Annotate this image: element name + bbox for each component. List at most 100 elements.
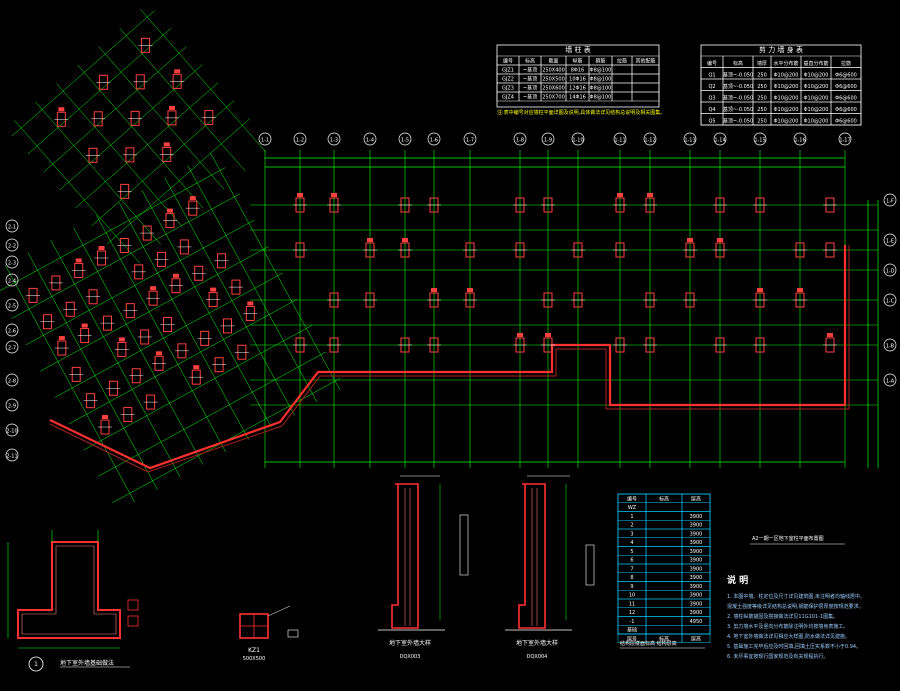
table-cell: Φ10@200: [774, 96, 799, 102]
svg-text:2-4: 2-4: [8, 279, 16, 285]
table-cell: Φ10@200: [774, 119, 799, 125]
column-marker: [363, 238, 377, 258]
column-marker: [513, 333, 527, 353]
table-cell: 10Φ16: [569, 77, 586, 83]
table-cell: 标高: [659, 635, 669, 642]
note-line: 混凝土强度等级详见结构总说明,钢筋保护层厚度按规范要求。: [727, 603, 864, 610]
wall-column-table-title: 墙 柱 表: [565, 45, 590, 54]
column-marker: [152, 351, 167, 371]
column-marker: [138, 37, 153, 53]
svg-text:1-C: 1-C: [886, 299, 895, 305]
column-marker: [201, 109, 216, 125]
column-marker: [541, 292, 555, 308]
svg-text:1-B: 1-B: [886, 344, 895, 350]
axis-bubble-top: 1-12: [643, 132, 657, 146]
table-cell: 5: [630, 549, 633, 555]
table-cell: Φ10@200: [804, 73, 829, 79]
column-marker: [463, 288, 477, 308]
column-marker: [427, 197, 441, 213]
column-marker: [197, 330, 212, 346]
table-cell: Φ6@600: [835, 73, 857, 79]
column-marker: [293, 193, 307, 213]
table-cell: 垂直分布筋: [803, 60, 828, 67]
svg-text:2-9: 2-9: [8, 404, 16, 410]
column-marker: [94, 245, 109, 266]
column-marker: [122, 147, 137, 163]
table-cell: Φ10@200: [804, 84, 829, 90]
column-marker: [133, 74, 148, 90]
axis-bubble-top: 1-3: [327, 132, 341, 146]
column-marker: [86, 147, 101, 163]
column-marker: [753, 337, 767, 353]
table-cell: 10: [629, 593, 635, 599]
note-line: 4. 地下室外墙做法详见相应大样图,防水做法详见建施。: [727, 633, 850, 640]
column-marker: [513, 242, 527, 258]
axis-bubble-right: 1-B: [883, 338, 897, 352]
column-marker: [54, 107, 69, 127]
table-cell: 3900: [690, 549, 703, 555]
column-marker: [228, 279, 243, 295]
axis-bubble-top: 1-9: [541, 132, 555, 146]
column-marker: [793, 288, 807, 308]
notes-title: 说 明: [727, 574, 748, 586]
axis-bubble-top: 1-2: [293, 132, 307, 146]
table-cell: Φ8@100: [590, 77, 612, 83]
detail-number: 1: [34, 661, 38, 668]
svg-text:1-7: 1-7: [466, 138, 474, 144]
column-marker: [48, 275, 63, 291]
column-marker: [168, 273, 183, 294]
column-marker: [220, 318, 235, 334]
axis-bubble-left: 2-11: [5, 448, 19, 462]
column-marker: [327, 292, 341, 308]
column-marker: [162, 208, 177, 229]
svg-text:2-3: 2-3: [8, 261, 16, 267]
column-marker: [146, 286, 161, 306]
table-cell: 3900: [690, 566, 703, 572]
column-marker: [189, 365, 204, 385]
axis-bubble-left: 2-7: [5, 340, 19, 354]
table-cell: 3900: [690, 540, 703, 546]
column-marker: [753, 197, 767, 213]
svg-text:1-5: 1-5: [401, 138, 409, 144]
column-marker: [63, 301, 78, 317]
axis-bubble-right: 1-D: [883, 263, 897, 277]
column-marker: [154, 251, 169, 267]
svg-text:2-1: 2-1: [8, 225, 16, 231]
axis-bubble-top: 1-17: [838, 132, 852, 146]
column-marker: [613, 337, 627, 353]
table-cell: WZ: [628, 505, 637, 511]
column-marker: [83, 393, 98, 409]
table-cell: 编号: [503, 58, 513, 65]
orthogonal-grid: [250, 150, 878, 468]
column-marker: [713, 197, 727, 213]
table-footnote: 注:表中编号对应墙柱平面详图及说明,具体做法详见结构总说明及相关图集。: [497, 109, 665, 116]
column-marker: [823, 197, 837, 213]
axis-bubble-right: 1-C: [883, 293, 897, 307]
axis-bubble-left: 2-8: [5, 373, 19, 387]
svg-text:2-2: 2-2: [8, 244, 16, 250]
table-cell: ~基顶: [523, 76, 537, 83]
column-marker: [234, 344, 249, 360]
table-cell: Φ6@600: [835, 96, 857, 102]
column-marker: [427, 288, 441, 308]
axis-bubble-top: 1-5: [398, 132, 412, 146]
column-marker: [71, 258, 86, 278]
axis-bubble-right: 1-E: [883, 233, 897, 247]
table-cell: 3900: [690, 584, 703, 590]
table-cell: 8: [630, 575, 633, 581]
column-marker: [713, 238, 727, 258]
table-cell: 250: [757, 119, 767, 125]
svg-text:1-4: 1-4: [366, 138, 374, 144]
axis-bubble-top: 1-7: [463, 132, 477, 146]
axis-bubble-top: 1-13: [683, 132, 697, 146]
table-cell: 250X600: [542, 86, 565, 92]
column-marker: [177, 239, 192, 255]
column-marker: [398, 238, 412, 258]
table-cell: 250: [757, 73, 767, 79]
table-cell: Φ6@600: [835, 119, 857, 125]
column-layer: [26, 37, 837, 435]
column-marker: [214, 253, 229, 269]
table-cell: 拉筋: [841, 60, 851, 67]
table-cell: 12: [629, 610, 635, 616]
